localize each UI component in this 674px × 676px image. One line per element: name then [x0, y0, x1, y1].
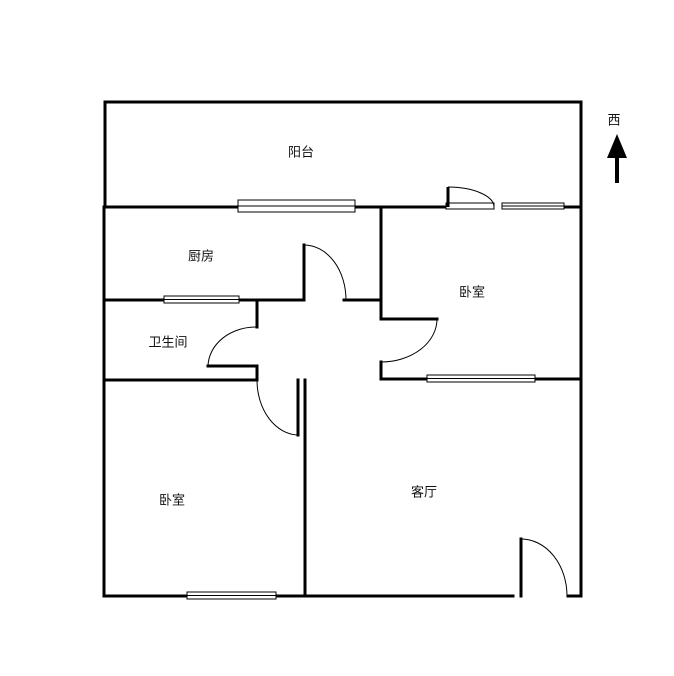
room-label-bathroom: 卫生间 [148, 335, 188, 351]
room-label-kitchen: 厨房 [187, 249, 215, 265]
windows [163, 199, 565, 600]
room-label-bedroom-west: 卧室 [158, 493, 186, 509]
compass-label: 西 [607, 113, 621, 129]
walls [102, 100, 583, 598]
room-label-bedroom-east: 卧室 [458, 285, 486, 301]
doors [207, 186, 568, 597]
compass-arrow-icon [607, 134, 627, 183]
room-label-living-room: 客厅 [410, 485, 438, 501]
room-label-balcony: 阳台 [287, 145, 315, 161]
